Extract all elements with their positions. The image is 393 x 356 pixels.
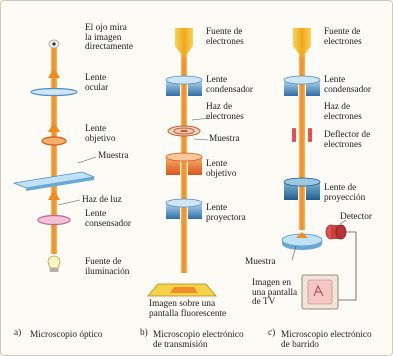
beam-arrow-2 xyxy=(48,122,60,132)
panel-b-leader-lines xyxy=(191,117,211,141)
label-condenser-a: Lente consensador xyxy=(85,209,131,229)
panel-b-tem xyxy=(147,28,217,297)
objective-lens-b xyxy=(165,152,203,175)
caption-letter-a: a) xyxy=(14,328,22,338)
panel-a-light-microscope xyxy=(12,39,97,272)
electron-beam-c xyxy=(299,55,305,230)
label-condenser-c: Lente condensador xyxy=(324,75,371,95)
label-deflector: Deflector de electrones xyxy=(324,130,371,150)
panel-c-leader-lines xyxy=(291,219,347,261)
detector-icon xyxy=(325,224,347,240)
label-objective-lens: Lente objetivo xyxy=(85,124,116,144)
label-screen-image: Imagen sobre una pantalla fluorescente xyxy=(149,299,227,319)
condenser-lens xyxy=(37,214,71,226)
sample-c xyxy=(281,232,323,250)
sample-b xyxy=(167,125,201,137)
label-light-source: Fuente de iluminación xyxy=(85,257,130,277)
label-light-beam: Haz de luz xyxy=(82,195,122,205)
detector-cable xyxy=(338,231,357,301)
label-detector: Detector xyxy=(340,212,373,222)
eye-pupil-icon xyxy=(52,42,56,46)
caption-sem: Microscopio electrónico de barrido xyxy=(281,330,372,350)
projection-lens-c xyxy=(283,177,321,200)
panel-a-leader-lines xyxy=(57,156,97,206)
label-tv-image: Imagen en una pantalla de TV xyxy=(252,278,298,308)
electron-gun-c xyxy=(293,28,311,58)
stage-edge xyxy=(26,177,94,191)
condenser-lens-b xyxy=(165,75,203,96)
caption-light-microscope: Microscopio óptico xyxy=(30,330,103,340)
label-electron-source-b: Fuente de electrones xyxy=(206,27,244,47)
tv-screen xyxy=(301,274,339,310)
label-projection-lens: Lente de proyección xyxy=(324,183,366,203)
ocular-lens xyxy=(30,87,78,97)
bulb-base xyxy=(49,268,59,272)
label-sample-b: Muestra xyxy=(209,134,240,144)
objective-lens xyxy=(41,136,67,146)
label-projector-b: Lente proyectora xyxy=(206,203,246,223)
label-electron-source-c: Fuente de electrones xyxy=(324,27,362,47)
beam-arrow-3 xyxy=(48,190,60,200)
label-objective-b: Lente objetivo xyxy=(206,159,237,179)
label-eye: El ojo mira la imagen directamente xyxy=(85,23,134,53)
label-condenser-b: Lente condensador xyxy=(206,75,253,95)
beam-arrow-1 xyxy=(48,68,60,78)
label-electron-beam-c: Haz de electrones xyxy=(324,102,362,122)
caption-letter-c: c) xyxy=(268,328,276,338)
screen-image xyxy=(170,287,198,293)
projector-lens-b xyxy=(165,198,203,219)
electron-gun-b xyxy=(175,28,193,58)
label-ocular-lens: Lente ocular xyxy=(85,73,109,93)
label-sample-c: Muestra xyxy=(245,257,276,267)
label-sample-a: Muestra xyxy=(98,151,129,161)
bulb-icon xyxy=(47,255,61,269)
caption-tem: Microscopio electrónico de transmisión xyxy=(153,330,244,350)
caption-letter-b: b) xyxy=(140,328,148,338)
electron-beam-b xyxy=(181,55,187,273)
label-electron-beam-b: Haz de electrones xyxy=(206,102,244,122)
electron-deflector xyxy=(292,128,312,142)
condenser-lens-c xyxy=(283,75,321,96)
panel-c-sem xyxy=(281,28,357,310)
light-beam xyxy=(51,48,57,254)
